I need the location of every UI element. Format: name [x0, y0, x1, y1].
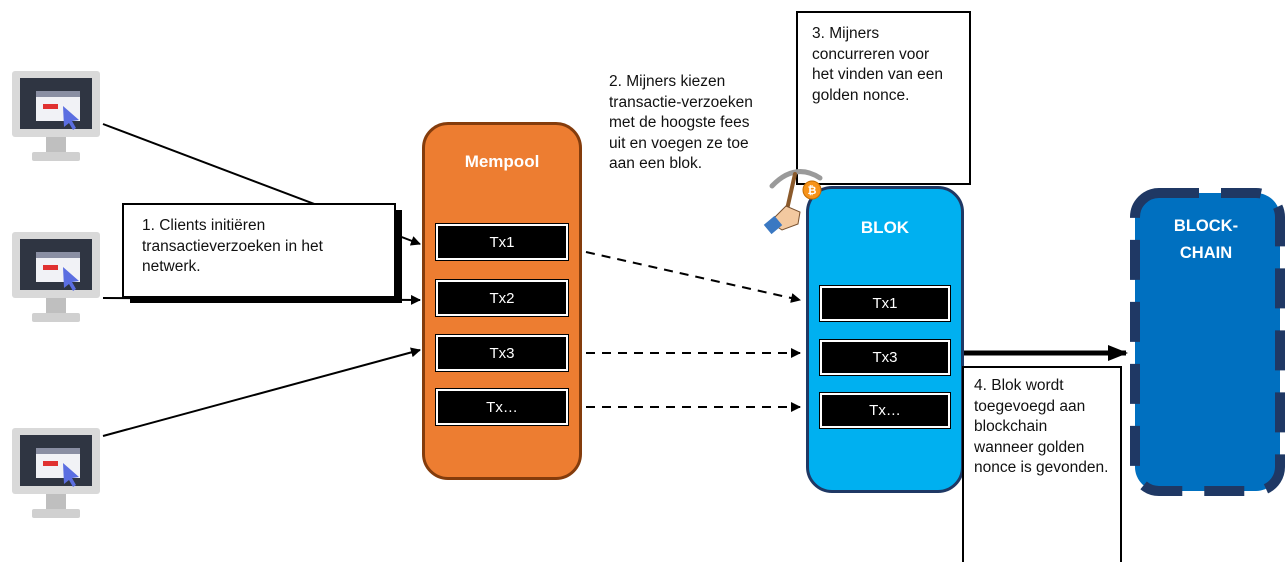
client-computer-icon [11, 231, 101, 327]
client-computer-icon [11, 427, 101, 523]
block-tx-more: Tx… [819, 392, 951, 429]
block-tx-3: Tx3 [819, 339, 951, 376]
blockchain-title-line1: BLOCK- [1173, 217, 1239, 235]
note-clients: 1. Clients initiëren transactieverzoeken… [122, 203, 396, 298]
note-miners-compete: 3. Mijners concurreren voor het vinden v… [796, 11, 971, 185]
select-arrow-tx1 [585, 251, 801, 303]
client-arrow-3 [102, 347, 421, 437]
client-arrow-2 [102, 294, 421, 305]
note-block-added: 4. Blok wordt toegevoegd aan blockchain … [962, 366, 1122, 562]
mempool-tx-3: Tx3 [435, 334, 569, 372]
blockchain-container [1130, 188, 1285, 496]
blockchain-title-line2: CHAIN [1179, 244, 1233, 262]
mempool-tx-more: Tx… [435, 388, 569, 426]
svg-text:₿: ₿ [808, 184, 817, 197]
mempool-tx-1: Tx1 [435, 223, 569, 261]
client-computer-icon [11, 70, 101, 166]
mempool-tx-2: Tx2 [435, 279, 569, 317]
block-title: BLOK [860, 218, 910, 237]
blockchain-title: BLOCK- CHAIN [1150, 213, 1262, 267]
mempool-title: Mempool [464, 152, 540, 171]
block-container: BLOK [806, 186, 964, 493]
block-tx-1: Tx1 [819, 285, 951, 322]
note-miners-choose: 2. Mijners kiezen transactie-verzoeken m… [609, 73, 753, 172]
